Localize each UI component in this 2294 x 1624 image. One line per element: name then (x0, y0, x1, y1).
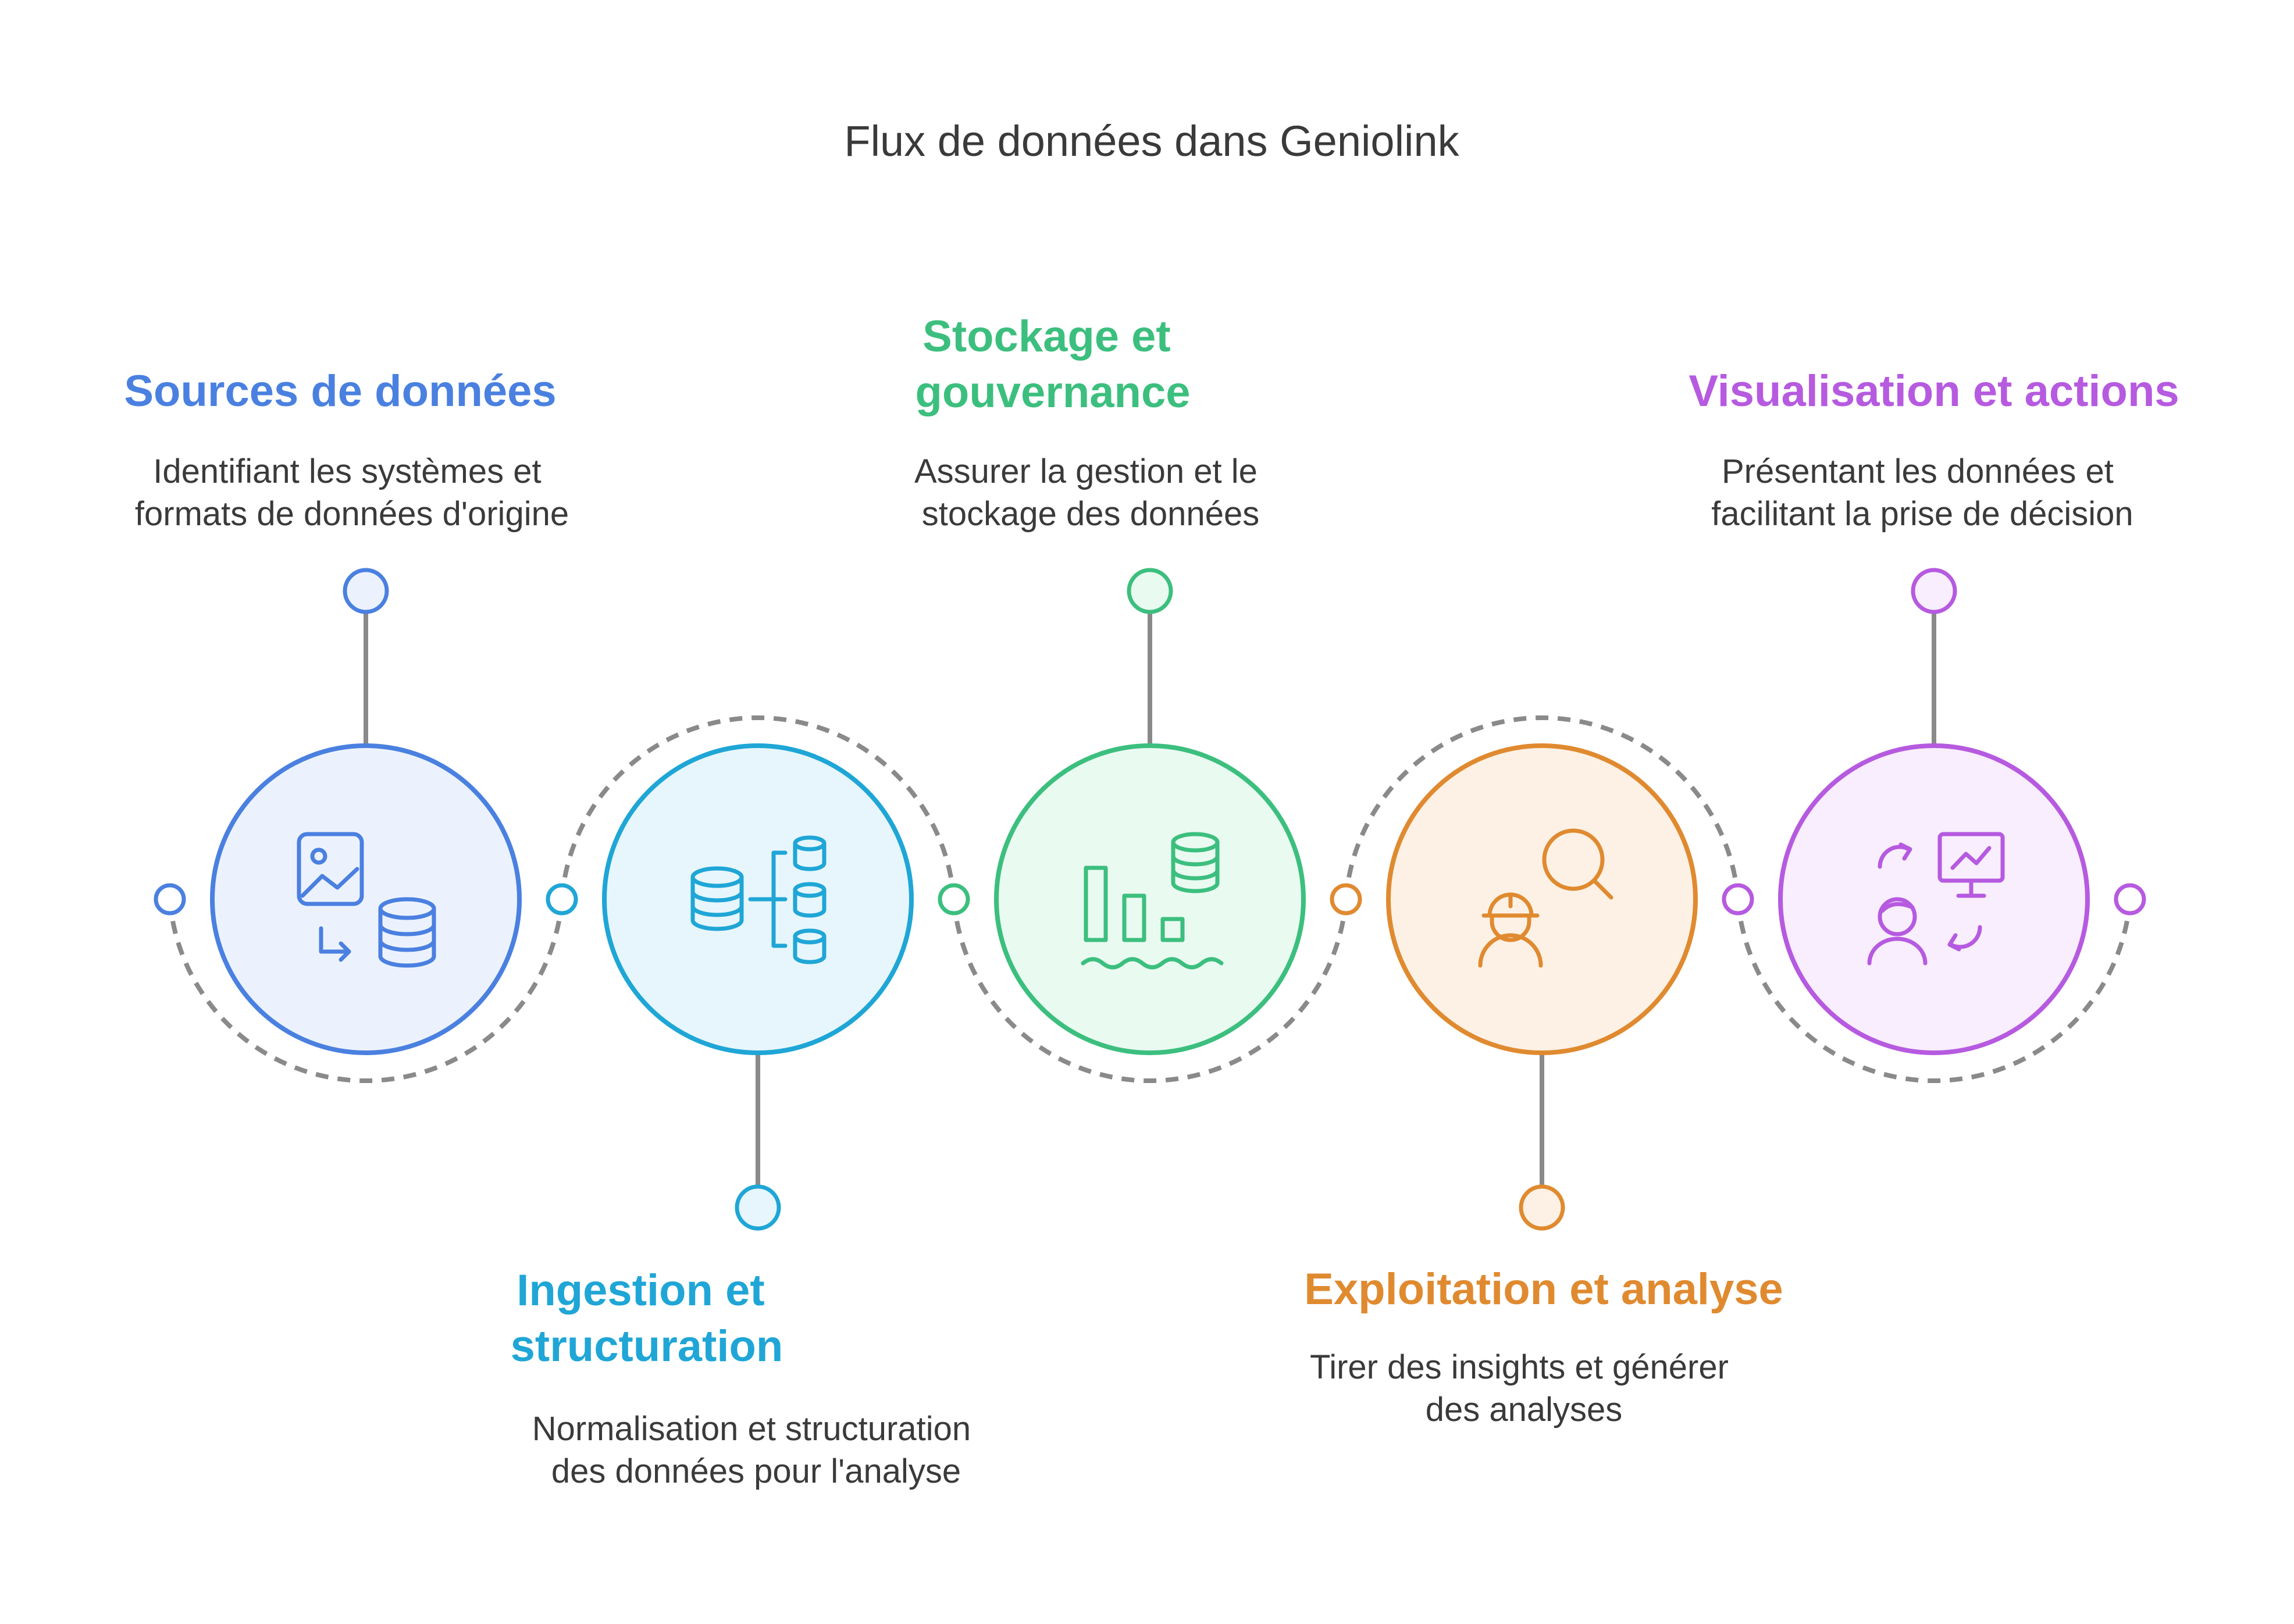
dashed-connector-arcs (168, 715, 2132, 1084)
database-hierarchy-icon (690, 835, 827, 964)
label-dot-step-2 (735, 1184, 781, 1231)
step-circle-1 (210, 743, 522, 1055)
arc-step-3-below (952, 899, 1348, 1084)
step-5-title: Visualisation et actions (1689, 366, 2179, 416)
image-to-database-icon (297, 832, 436, 968)
label-stems (364, 613, 1936, 1185)
step-3-title: Stockage et gouvernance (915, 312, 1190, 417)
step-1-desc-line-1: Identifiant les systèmes et (153, 453, 541, 490)
step-4-title-line: Exploitation et analyse (1304, 1265, 1783, 1314)
step-2-desc-line-1: Normalisation et structuration (532, 1410, 971, 1448)
step-4-description: Tirer des insights et générer des analys… (1310, 1348, 1738, 1429)
label-dot-step-3 (1127, 568, 1173, 614)
label-dot-step-1 (343, 568, 389, 614)
data-lake-icon (1081, 832, 1224, 970)
step-2-title: Ingestion et structuration (511, 1266, 783, 1371)
step-2-description: Normalisation et structuration des donné… (532, 1410, 980, 1490)
arc-step-1-below (168, 899, 564, 1084)
step-3-title-line-1: Stockage et (922, 312, 1171, 361)
arc-step-2-above (560, 715, 956, 900)
step-circle-5 (1778, 743, 2090, 1055)
user-dashboard-icon (1867, 832, 2005, 966)
step-circles (210, 743, 2090, 1055)
step-circle-3 (994, 743, 1306, 1055)
step-3-desc-line-2: stockage des données (922, 495, 1259, 533)
junction-dot-1 (546, 883, 578, 916)
step-circle-4 (1386, 743, 1698, 1055)
arc-step-5-below (1736, 899, 2132, 1084)
step-4-desc-line-2: des analyses (1426, 1391, 1623, 1429)
junction-dot-4 (1722, 883, 1754, 916)
step-1-description: Identifiant les systèmes et formats de d… (135, 453, 569, 533)
step-4-desc-line-1: Tirer des insights et générer (1310, 1348, 1729, 1386)
step-5-description: Présentant les données et facilitant la … (1711, 453, 2133, 533)
step-1-title-line: Sources de données (124, 366, 556, 416)
junction-dot-5 (2114, 883, 2146, 916)
engineer-search-icon (1478, 828, 1613, 968)
label-dot-step-4 (1519, 1184, 1565, 1231)
step-2-title-line-2: structuration (511, 1322, 783, 1371)
step-3-desc-line-1: Assurer la gestion et le (914, 453, 1258, 490)
junction-dots (154, 883, 2146, 916)
step-1-desc-line-2: formats de données d'origine (135, 495, 569, 533)
label-dots (343, 568, 1957, 1231)
diagram-title: Flux de données dans Geniolink (844, 117, 1459, 165)
junction-dot-0 (154, 883, 186, 916)
step-5-desc-line-1: Présentant les données et (1722, 453, 2114, 490)
step-5-title-line: Visualisation et actions (1689, 366, 2179, 416)
step-1-title: Sources de données (124, 366, 556, 416)
step-2-desc-line-2: des données pour l'analyse (551, 1452, 961, 1490)
label-dot-step-5 (1911, 568, 1957, 614)
junction-dot-2 (938, 883, 970, 916)
step-5-desc-line-2: facilitant la prise de décision (1711, 495, 2133, 533)
step-4-title: Exploitation et analyse (1304, 1265, 1783, 1314)
arc-step-4-above (1344, 715, 1740, 900)
step-2-title-line-1: Ingestion et (516, 1266, 764, 1315)
junction-dot-3 (1330, 883, 1362, 916)
step-3-title-line-2: gouvernance (915, 368, 1190, 417)
step-3-description: Assurer la gestion et le stockage des do… (914, 453, 1267, 533)
